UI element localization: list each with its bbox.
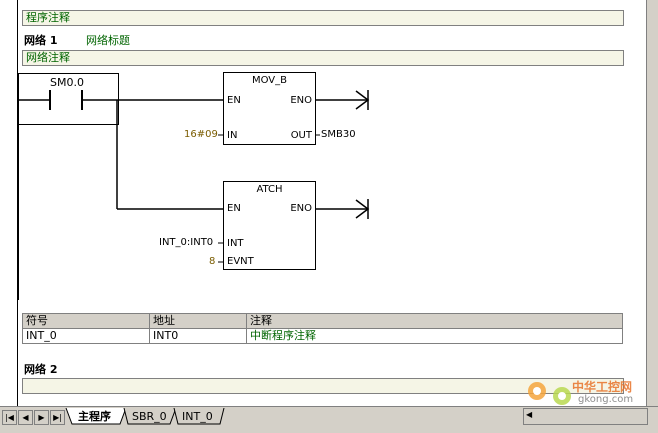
atch-block[interactable]: ATCH EN ENO INT EVNT [223, 181, 316, 270]
watermark-domain: gkong.com [578, 394, 634, 405]
network-1-label: 网络 1 [24, 34, 58, 47]
watermark-text: 中华工控网 [572, 380, 633, 394]
program-comment-text: 程序注释 [26, 11, 70, 24]
comment-header: 注释 [246, 313, 623, 329]
tab-sbr-0[interactable]: SBR_0 [132, 410, 167, 423]
mov-out-value[interactable]: SMB30 [321, 129, 356, 140]
next-tab-icon[interactable]: ▶ [34, 410, 49, 425]
network-1-comment[interactable]: 网络注释 [22, 50, 624, 66]
network-1-comment-text: 网络注释 [26, 51, 70, 64]
atch-int-value[interactable]: INT_0:INT0 [159, 237, 214, 248]
scroll-left-icon[interactable]: ◀ [526, 410, 533, 419]
mov-b-in: IN [227, 130, 238, 141]
mov-b-block[interactable]: MOV_B EN ENO IN OUT [223, 72, 316, 145]
prev-tab-icon[interactable]: ◀ [18, 410, 33, 425]
contact-selection-box [18, 73, 119, 125]
atch-en: EN [227, 203, 241, 214]
atch-eno: ENO [290, 203, 312, 214]
network-2-label: 网络 2 [24, 363, 58, 376]
atch-evnt: EVNT [227, 256, 254, 267]
symbol-cell: INT_0 [22, 328, 150, 344]
ladder-diagram [17, 73, 370, 300]
symbol-table-header: 符号 地址 注释 [22, 313, 623, 329]
atch-int: INT [227, 238, 244, 249]
table-row[interactable]: INT_0 INT0 中断程序注释 [22, 328, 623, 344]
address-header: 地址 [149, 313, 247, 329]
mov-b-en: EN [227, 95, 241, 106]
last-tab-icon[interactable]: ▶| [50, 410, 65, 425]
network-2-comment[interactable] [22, 378, 624, 394]
vertical-scrollbar[interactable] [646, 0, 658, 406]
contact-sm0-0[interactable]: SM0.0 [50, 76, 84, 89]
tab-strip [65, 408, 225, 425]
atch-evnt-value[interactable]: 8 [209, 256, 216, 267]
network-1-title[interactable]: 网络标题 [86, 34, 130, 47]
mov-b-eno: ENO [290, 95, 312, 106]
atch-title: ATCH [256, 184, 283, 195]
symbol-table: 符号 地址 注释 INT_0 INT0 中断程序注释 [22, 313, 623, 344]
address-cell: INT0 [149, 328, 247, 344]
comment-cell: 中断程序注释 [246, 328, 623, 344]
program-comment[interactable]: 程序注释 [22, 10, 624, 26]
horizontal-scrollbar[interactable]: ◀ [523, 408, 648, 425]
symbol-header: 符号 [22, 313, 150, 329]
tab-main-program[interactable]: 主程序 [78, 410, 111, 423]
tab-int-0[interactable]: INT_0 [182, 410, 213, 423]
mov-in-value[interactable]: 16#09 [184, 129, 218, 140]
mov-b-title: MOV_B [251, 75, 288, 86]
gkong-logo-watermark [528, 382, 571, 405]
first-tab-icon[interactable]: |◀ [2, 410, 17, 425]
mov-b-out: OUT [290, 130, 312, 141]
